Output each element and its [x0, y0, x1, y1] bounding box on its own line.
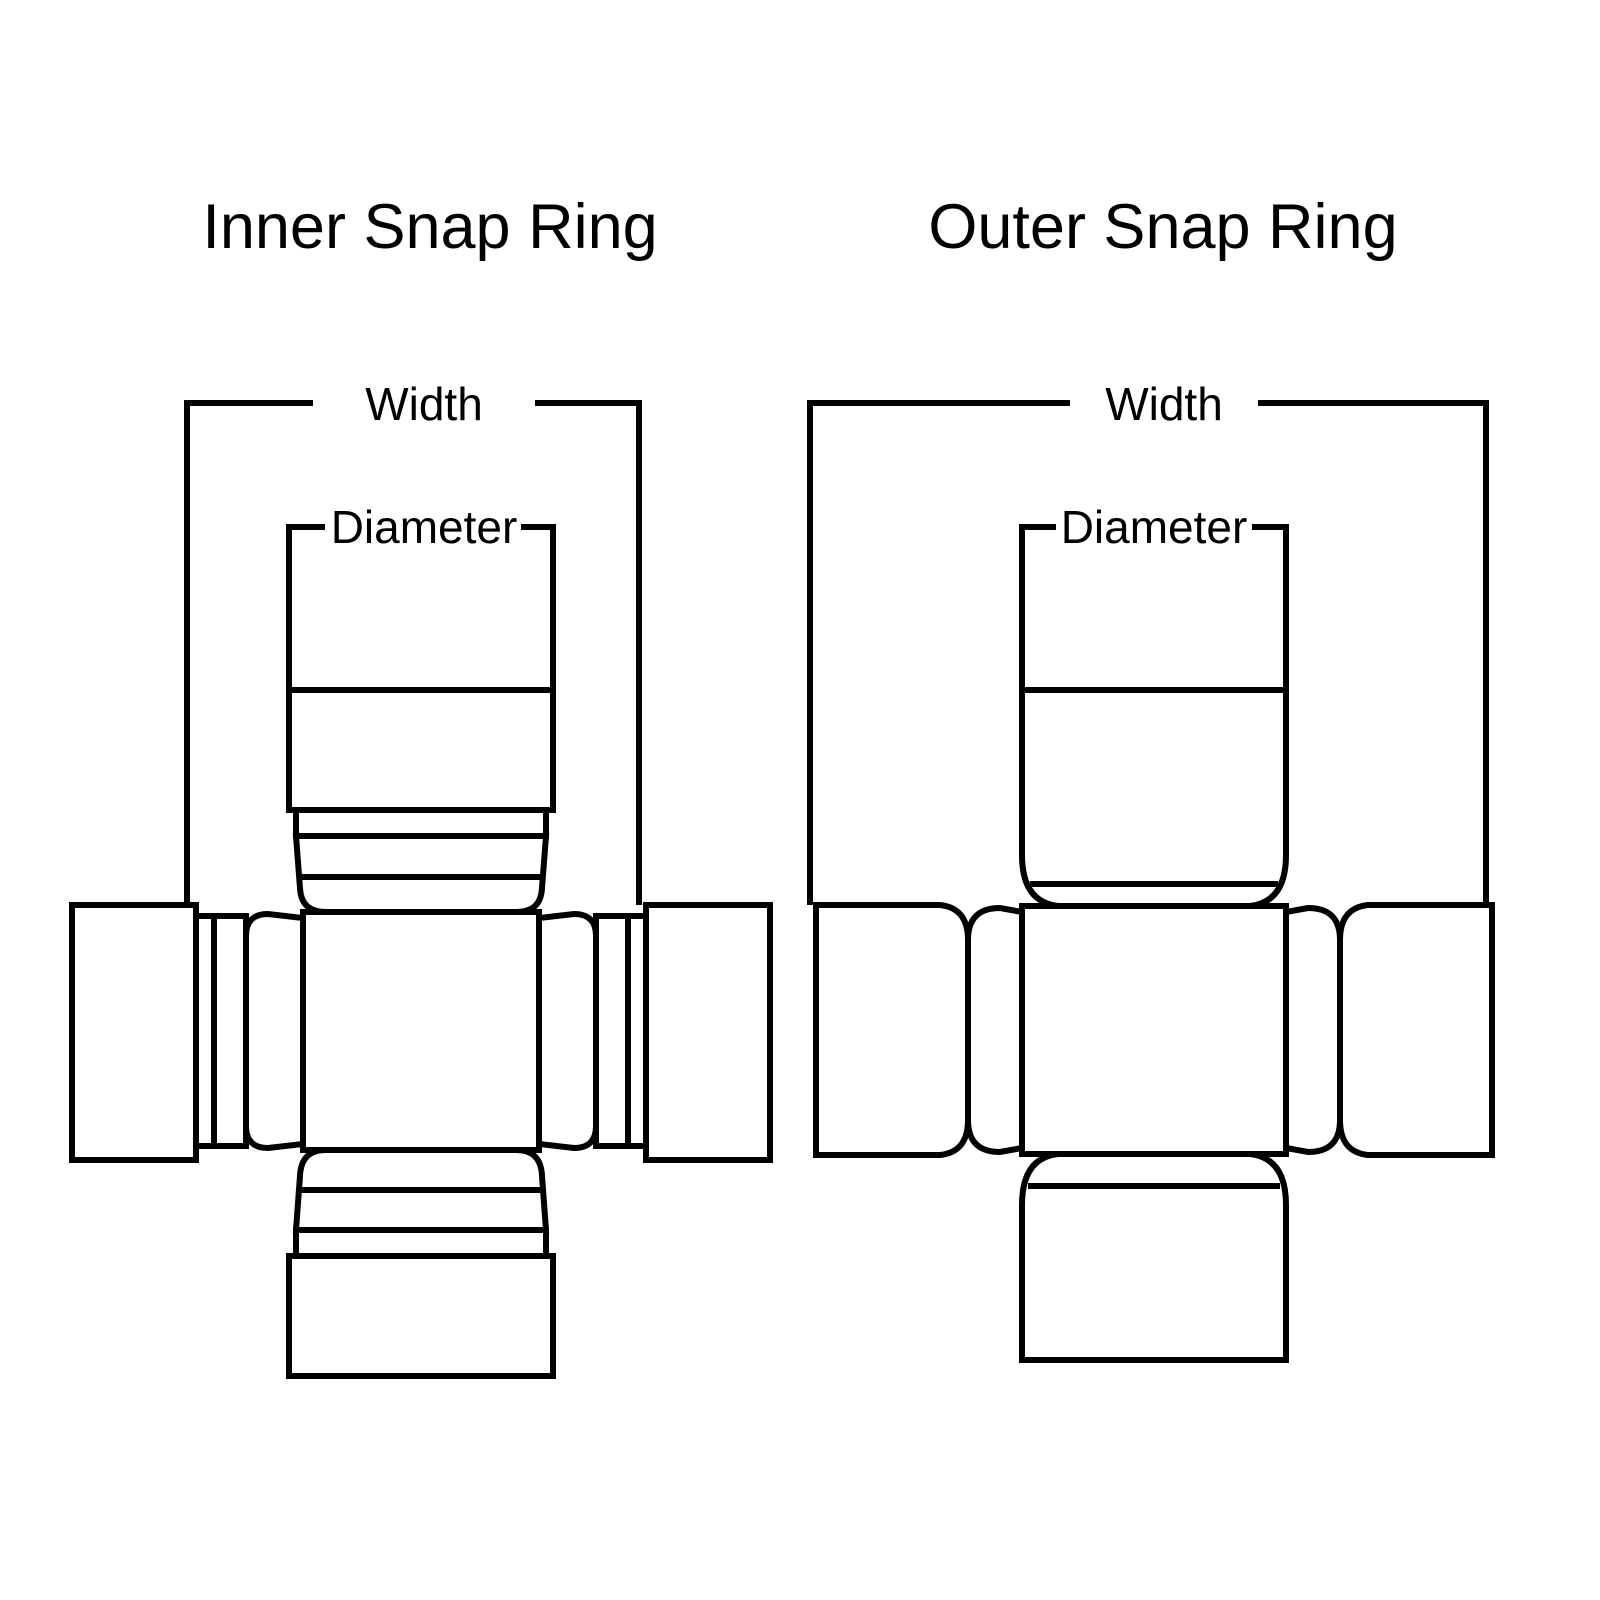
right-arm-snap-ring-band — [593, 913, 631, 1149]
right-width-bracket-right — [1258, 400, 1489, 905]
outer-center-cross-body — [1019, 903, 1289, 1157]
left-arm-taper — [243, 910, 306, 1152]
left-bearing-cap — [69, 902, 199, 1163]
outer-left-arm-taper — [965, 904, 1025, 1156]
right-bearing-cap — [643, 902, 773, 1163]
left-width-bracket-left — [184, 400, 313, 905]
outer-right-bearing-cap — [1337, 902, 1495, 1158]
right-width-bracket-left — [807, 400, 1070, 905]
outer-snap-ring-group: Outer Snap Ring Width Diameter — [807, 192, 1495, 1363]
right-diameter-bracket-left — [1019, 524, 1056, 690]
right-width-label: Width — [1105, 378, 1223, 430]
right-diameter-bracket-right — [1252, 524, 1289, 690]
left-width-bracket-right — [535, 400, 642, 905]
bottom-bearing-cap — [286, 1253, 556, 1379]
right-diameter-label: Diameter — [1061, 501, 1248, 553]
left-diameter-bracket-right — [521, 524, 556, 690]
top-bearing-cap — [286, 687, 556, 813]
left-diameter-bracket-left — [286, 524, 325, 690]
top-snap-ring-band — [293, 807, 549, 839]
left-arm-snap-ring-band — [211, 913, 249, 1149]
center-cross-body — [300, 909, 542, 1153]
outer-left-bearing-cap — [813, 902, 971, 1158]
bottom-snap-ring-band — [293, 1227, 549, 1259]
inner-snap-ring-group: Inner Snap Ring Width Diameter — [69, 192, 773, 1379]
left-diameter-label: Diameter — [331, 501, 518, 553]
outer-top-bearing-cap — [1019, 687, 1289, 909]
outer-snap-ring-title: Outer Snap Ring — [928, 192, 1397, 262]
right-arm-taper — [536, 910, 599, 1152]
outer-bottom-bearing-cap — [1019, 1151, 1289, 1363]
inner-snap-ring-title: Inner Snap Ring — [202, 192, 657, 262]
left-width-label: Width — [365, 378, 483, 430]
outer-right-arm-taper — [1283, 904, 1343, 1156]
